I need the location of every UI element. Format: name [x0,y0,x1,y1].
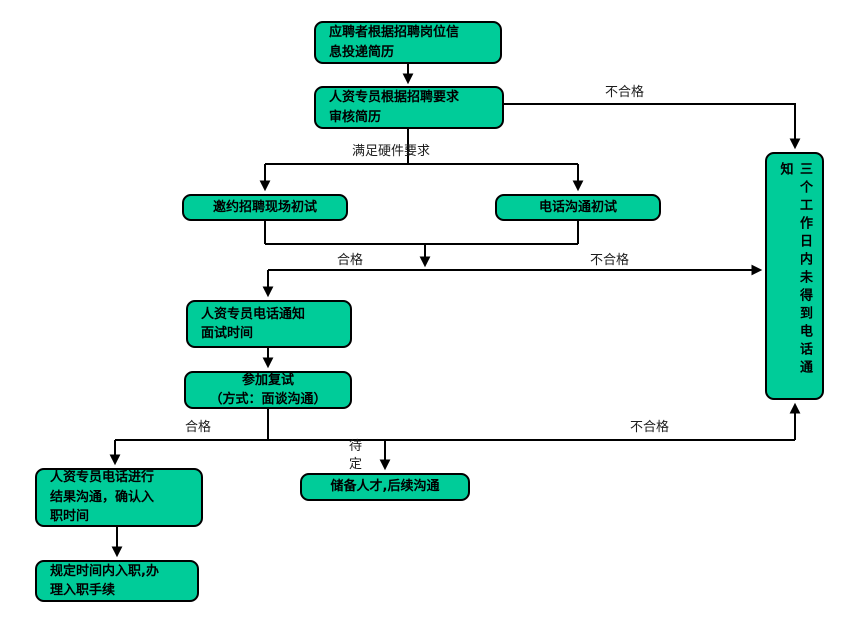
node-hr-result-call: 人资专员电话进行 结果沟通，确认入 职时间 [35,468,203,527]
label-unqualified-mid: 不合格 [590,253,630,268]
arrow-review-unqualified-to-noreply [504,103,801,150]
label-qualified-mid: 合格 [337,253,364,268]
node-second-interview: 参加复试 （方式：面谈沟通） [184,371,352,409]
node-onboarding: 规定时间内入职,办 理入职手续 [35,560,199,602]
node-talent-reserve: 储备人才,后续沟通 [300,473,470,501]
label-pending: 待定 [349,439,363,472]
label-unqualified-top: 不合格 [605,85,645,100]
node-hr-review-resume: 人资专员根据招聘要求 审核简历 [314,86,504,129]
node-submit-resume: 应聘者根据招聘岗位信 息投递简历 [314,21,502,64]
label-qualified-bottom: 合格 [185,420,212,435]
label-unqualified-bottom: 不合格 [630,420,670,435]
label-meets-requirements: 满足硬件要求 [352,144,431,159]
node-hr-notify-interview-time: 人资专员电话通知 面试时间 [186,300,352,348]
node-phone-first-interview: 电话沟通初试 [495,194,661,221]
node-no-phone-notice-3-days: 三个工作日内未得到电话通知 [765,152,824,400]
node-onsite-first-interview: 邀约招聘现场初试 [182,194,348,221]
